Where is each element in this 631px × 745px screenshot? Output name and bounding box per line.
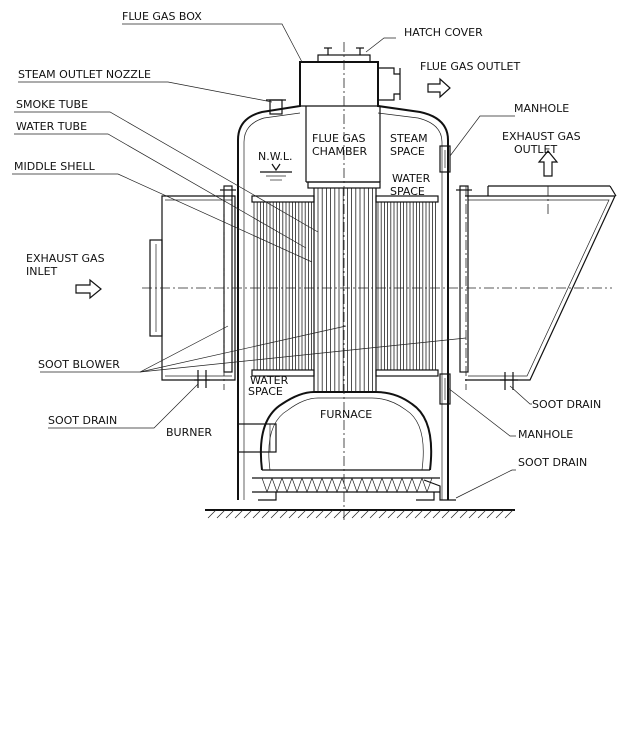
- ground-hatch-stroke: [504, 509, 514, 519]
- ground-hatch-stroke: [279, 509, 289, 519]
- ground-hatch-stroke: [405, 509, 415, 519]
- ground-hatch-stroke: [396, 509, 406, 519]
- label-manhole-top: MANHOLE: [514, 102, 569, 115]
- ground-hatch-stroke: [261, 509, 271, 519]
- label-steam-outlet-nozzle: STEAM OUTLET NOZZLE: [18, 68, 151, 81]
- ground-hatch-stroke: [288, 509, 298, 519]
- exhaust-gas-outlet-arrow: [537, 150, 559, 177]
- ground-hatch-stroke: [216, 509, 226, 519]
- exhaust-inlet-duct: [149, 195, 236, 388]
- ground-hatch-stroke: [234, 509, 244, 519]
- label-water-space-top-line2: SPACE: [390, 185, 425, 198]
- ground-hatch-stroke: [333, 509, 343, 519]
- ground-hatch-stroke: [423, 509, 433, 519]
- ground-hatch-stroke: [414, 509, 424, 519]
- exhaust-outlet-duct: [465, 185, 617, 390]
- label-soot-drain-bottom: SOOT DRAIN: [518, 456, 587, 469]
- ground-hatch-stroke: [324, 509, 334, 519]
- label-furnace: FURNACE: [320, 408, 372, 421]
- label-steam-space-line2: SPACE: [390, 145, 425, 158]
- centre-lines: [142, 42, 612, 520]
- label-water-space-bottom-line2: SPACE: [248, 385, 283, 398]
- label-water-space-bottom-line1: WATER: [250, 374, 289, 387]
- soot-blower-pipes: [220, 185, 472, 373]
- label-smoke-tube: SMOKE TUBE: [16, 98, 88, 111]
- furnace-outline: [237, 373, 456, 501]
- ground-hatch-stroke: [441, 509, 451, 519]
- ground-hatch-stroke: [270, 509, 280, 519]
- label-steam-space-line1: STEAM: [390, 132, 428, 145]
- ground-hatch-stroke: [387, 509, 397, 519]
- ground-hatch-stroke: [378, 509, 388, 519]
- tube-banks: [253, 188, 437, 392]
- label-exhaust-gas-outlet-line2: OUTLET: [514, 143, 558, 156]
- flue-gas-outlet-arrow: [427, 77, 451, 99]
- ground: [205, 509, 515, 519]
- ground-hatch-stroke: [369, 509, 379, 519]
- label-soot-drain-right: SOOT DRAIN: [532, 398, 601, 411]
- ground-hatch-stroke: [459, 509, 469, 519]
- ground-hatch-stroke: [225, 509, 235, 519]
- label-middle-shell: MIDDLE SHELL: [14, 160, 96, 173]
- label-manhole-bottom: MANHOLE: [518, 428, 573, 441]
- ground-hatch-stroke: [297, 509, 307, 519]
- label-exhaust-gas-inlet-line2: INLET: [26, 265, 58, 278]
- label-water-space-top-line1: WATER: [392, 172, 431, 185]
- label-water-tube: WATER TUBE: [16, 120, 87, 133]
- label-flue-gas-chamber-line2: CHAMBER: [312, 145, 367, 158]
- labels: FLUE GAS BOX HATCH COVER STEAM OUTLET NO…: [14, 10, 601, 469]
- ground-hatch-stroke: [486, 509, 496, 519]
- label-burner: BURNER: [166, 426, 212, 439]
- ground-hatch-stroke: [495, 509, 505, 519]
- label-hatch-cover: HATCH COVER: [404, 26, 483, 39]
- ground-hatch-stroke: [450, 509, 460, 519]
- ground-hatch-stroke: [477, 509, 487, 519]
- ground-hatch-stroke: [306, 509, 316, 519]
- ground-hatch-stroke: [252, 509, 262, 519]
- leader-lines: [12, 23, 532, 499]
- ground-hatch-stroke: [315, 509, 325, 519]
- ground-hatch-stroke: [243, 509, 253, 519]
- label-nwl: N.W.L.: [258, 150, 292, 163]
- normal-water-level-mark: [260, 163, 292, 181]
- ground-hatch-stroke: [468, 509, 478, 519]
- label-soot-drain-left: SOOT DRAIN: [48, 414, 117, 427]
- label-soot-blower: SOOT BLOWER: [38, 358, 120, 371]
- label-exhaust-gas-outlet-line1: EXHAUST GAS: [502, 130, 581, 143]
- exhaust-gas-inlet-arrow: [75, 278, 102, 300]
- ground-hatch-stroke: [351, 509, 361, 519]
- ground-hatch-stroke: [432, 509, 442, 519]
- ground-hatch-stroke: [360, 509, 370, 519]
- label-exhaust-gas-inlet-line1: EXHAUST GAS: [26, 252, 105, 265]
- ground-hatch-stroke: [207, 509, 217, 519]
- label-flue-gas-box: FLUE GAS BOX: [122, 10, 202, 23]
- label-flue-gas-chamber-line1: FLUE GAS: [312, 132, 365, 145]
- label-flue-gas-outlet: FLUE GAS OUTLET: [420, 60, 520, 73]
- flow-arrows: [75, 77, 559, 300]
